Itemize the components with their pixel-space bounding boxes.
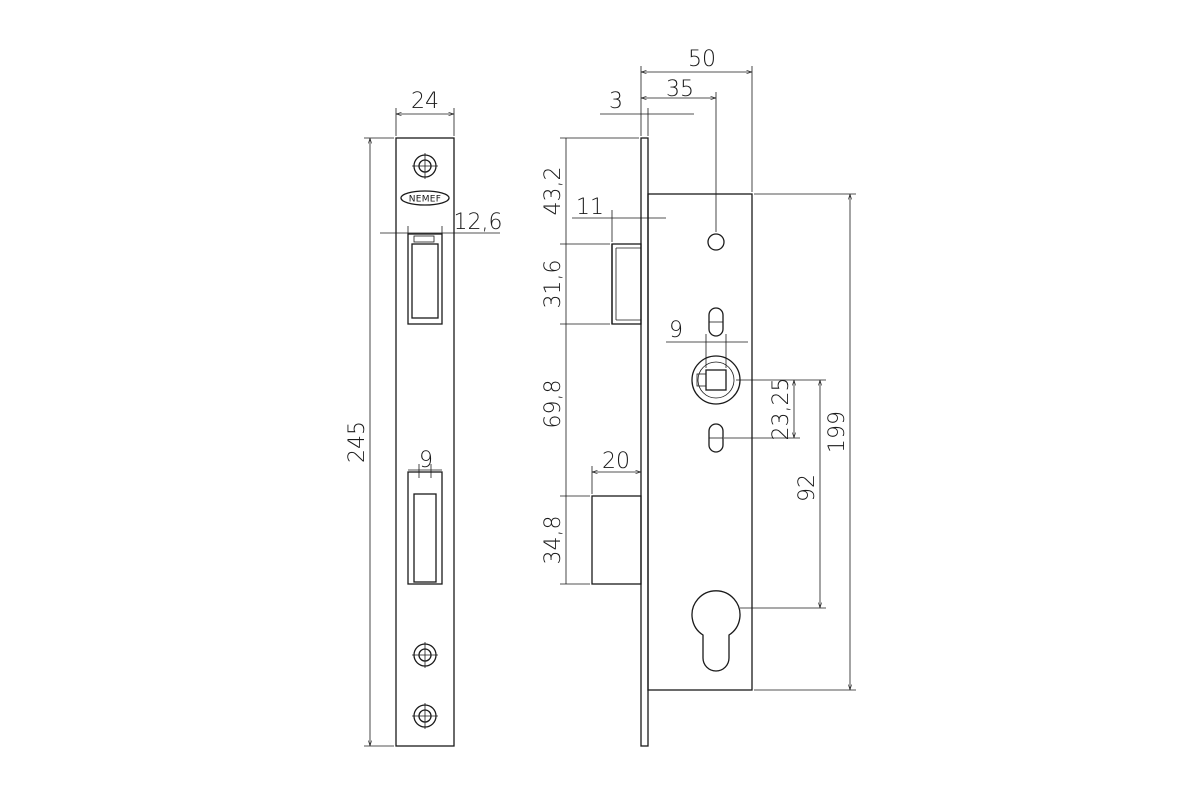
screw-hole-bottom	[412, 703, 438, 729]
dim-spindle-to-cylinder: 92	[795, 474, 820, 502]
slot-hole-lower	[708, 423, 724, 453]
lock-case	[647, 193, 753, 691]
dim-latch-offset: 12,6	[454, 210, 503, 235]
dim-latch-to-bolt: 69,8	[541, 380, 566, 429]
slot-hole-upper	[708, 307, 724, 337]
case-screw-hole-top	[707, 233, 725, 251]
cylinder-cutout	[691, 590, 741, 672]
dim-top-to-latch: 43,2	[541, 167, 566, 216]
spindle-hub	[691, 355, 741, 405]
deadbolt-opening	[407, 471, 443, 585]
screw-hole-top	[412, 153, 438, 179]
deadbolt	[591, 495, 642, 585]
dim-faceplate-thickness: 3	[609, 89, 623, 114]
dim-total-height: 245	[345, 421, 370, 463]
faceplate-side	[640, 137, 649, 747]
latch-bolt	[611, 243, 642, 325]
dim-bolt-projection: 20	[602, 449, 630, 474]
lock-side-view	[591, 137, 753, 747]
dim-latch-height: 31,6	[541, 260, 566, 309]
side-view-dimensions: 50 35 3 11 43,2 31,6 69,8 34,8 20 9	[541, 47, 856, 691]
dim-bolt-height: 34,8	[541, 516, 566, 565]
dim-spindle-to-screw: 23,25	[769, 378, 794, 441]
brand-logo: NEMEF	[400, 190, 450, 206]
dim-case-height: 199	[825, 411, 850, 453]
dim-overall-depth: 50	[688, 47, 716, 72]
dim-backset: 35	[666, 77, 694, 102]
faceplate-front-view: NEMEF	[395, 137, 455, 747]
brand-logo-text: NEMEF	[409, 195, 442, 205]
screw-hole-middle	[412, 642, 438, 668]
latch-opening	[407, 233, 443, 325]
dim-spindle-size: 9	[669, 318, 683, 343]
dim-faceplate-width: 24	[411, 89, 439, 114]
dim-latch-projection: 11	[576, 195, 604, 220]
front-view-dimensions: 24 12,6 245 9	[345, 89, 503, 747]
dim-deadbolt-width: 9	[419, 448, 433, 473]
